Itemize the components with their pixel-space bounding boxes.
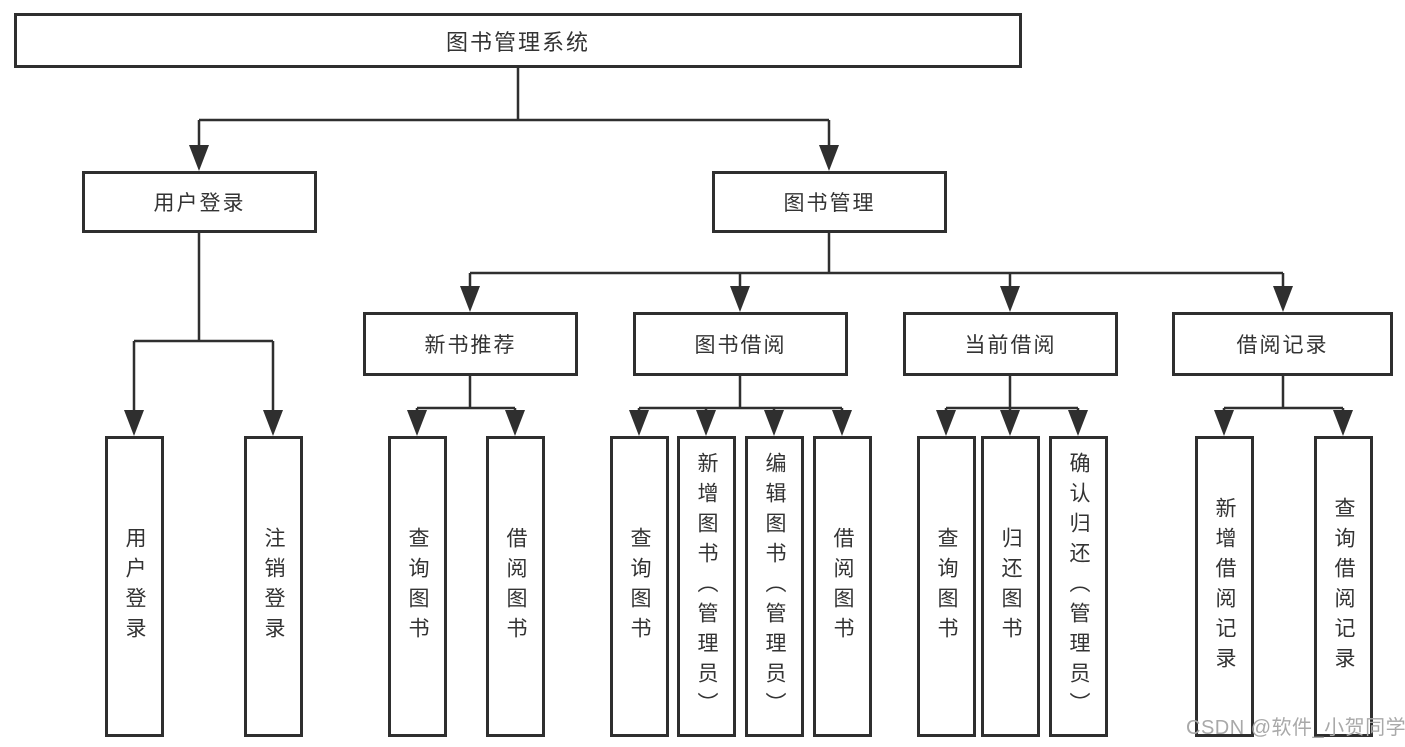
leaf-label: 用户登录 (123, 526, 146, 647)
node-book-borrow: 图书借阅 (633, 312, 848, 376)
leaf-newbook-query-books: 查询图书 (388, 436, 447, 737)
leaf-label: 查询图书 (935, 526, 958, 647)
leaf-borrow-books: 借阅图书 (813, 436, 872, 737)
node-library-system: 图书管理系统 (14, 13, 1022, 68)
leaf-confirm-return-admin: 确认归还（管理员） (1049, 436, 1108, 737)
node-user-login: 用户登录 (82, 171, 317, 233)
node-current-borrow: 当前借阅 (903, 312, 1118, 376)
leaf-label: 归还图书 (999, 526, 1022, 647)
leaf-label: 注销登录 (262, 526, 285, 647)
leaf-label: 查询图书 (406, 526, 429, 647)
leaf-query-borrow-record: 查询借阅记录 (1314, 436, 1373, 737)
node-new-book-recommend: 新书推荐 (363, 312, 578, 376)
leaf-add-borrow-record: 新增借阅记录 (1195, 436, 1254, 737)
leaf-logout: 注销登录 (244, 436, 303, 737)
leaf-newbook-borrow-books: 借阅图书 (486, 436, 545, 737)
leaf-return-books: 归还图书 (981, 436, 1040, 737)
leaf-label: 确认归还（管理员） (1067, 451, 1090, 722)
leaf-label: 新增借阅记录 (1213, 496, 1236, 677)
leaf-add-books-admin: 新增图书（管理员） (677, 436, 736, 737)
node-book-management: 图书管理 (712, 171, 947, 233)
leaf-label: 查询图书 (628, 526, 651, 647)
leaf-edit-books-admin: 编辑图书（管理员） (745, 436, 804, 737)
leaf-label: 编辑图书（管理员） (763, 451, 786, 722)
leaf-label: 查询借阅记录 (1332, 496, 1355, 677)
leaf-label: 新增图书（管理员） (695, 451, 718, 722)
leaf-current-query-books: 查询图书 (917, 436, 976, 737)
leaf-label: 借阅图书 (504, 526, 527, 647)
arrowheads (124, 145, 1353, 436)
leaf-label: 借阅图书 (831, 526, 854, 647)
node-borrow-records: 借阅记录 (1172, 312, 1393, 376)
leaf-borrow-query-books: 查询图书 (610, 436, 669, 737)
leaf-user-login: 用户登录 (105, 436, 164, 737)
